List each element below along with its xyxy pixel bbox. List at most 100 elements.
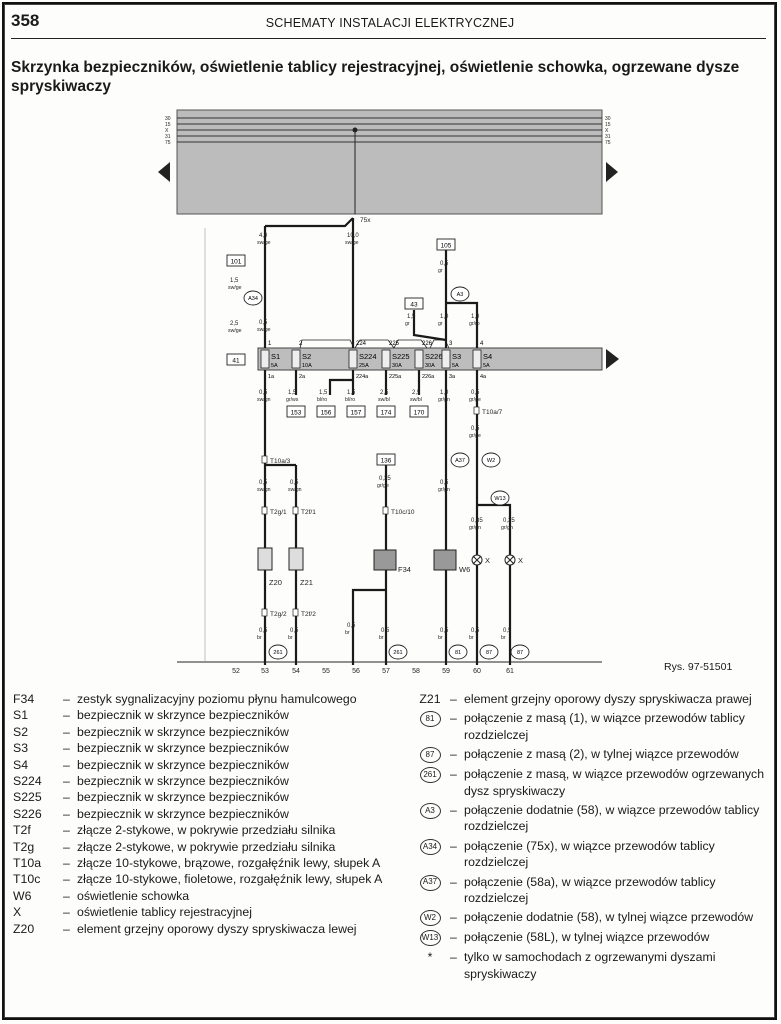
connector-label: 105: [441, 243, 452, 250]
legend-code: T2g: [13, 839, 35, 854]
legend-description: połączenie (75x), w wiązce przewodów tab…: [464, 838, 715, 870]
legend-dash: –: [63, 806, 70, 821]
legend-dash: –: [63, 757, 70, 772]
fuse-bottom-terminal: 4a: [480, 374, 487, 380]
arrow-right-icon: [606, 162, 618, 182]
wire-color: sw/bl: [410, 397, 422, 403]
connection-circle: [510, 644, 530, 660]
terminal-pin: [292, 608, 299, 617]
legend-dash: –: [450, 803, 457, 818]
fuse-rating: 25A: [359, 363, 369, 369]
legend-description: złącze 10-stykowe, brązowe, rozgałęźnik …: [77, 856, 381, 871]
legend-dash: –: [63, 708, 70, 723]
component-label: W6: [459, 565, 470, 574]
fuse-top-terminal: 4: [480, 341, 484, 347]
header-rule: [11, 38, 766, 39]
wire-gauge: 0,5: [290, 628, 299, 634]
legend-item: A37–połączenie (58a), w wiązce przewodów…: [410, 874, 768, 907]
wire-color: sw/gn: [288, 487, 302, 493]
wire-color: gr/ge: [377, 483, 389, 489]
ground-number: 59: [442, 668, 450, 675]
fuse-rating: 5A: [483, 363, 490, 369]
connector-box: [404, 297, 424, 310]
legend-description: tylko w samochodach z ogrzewanymi dyszam…: [464, 950, 716, 981]
fuse-name: S1: [271, 352, 280, 361]
terminal-pin: [261, 506, 268, 515]
wire-gauge: 1,0: [471, 314, 480, 320]
fuse-bottom-terminal: 226a: [422, 374, 435, 380]
connector-box: [226, 254, 246, 267]
wire-gauge: 0,5: [259, 390, 268, 396]
legend-description: połączenie dodatnie (58), w wiązce przew…: [464, 803, 760, 834]
legend-code: 87: [410, 746, 450, 764]
f34-switch-icon: [373, 549, 397, 571]
wire-gauge: 0,35: [503, 518, 515, 524]
wire-color: gr: [438, 268, 443, 274]
fuse-bottom-terminal: 1a: [268, 374, 275, 380]
legend-item: T2g–złącze 2-stykowe, w pokrywie przedzi…: [13, 839, 385, 855]
relay-panel: [176, 109, 603, 215]
legend-dash: –: [63, 823, 70, 838]
legend-item: S2–bezpiecznik w skrzynce bezpieczników: [13, 724, 385, 740]
legend-dash: –: [63, 905, 70, 920]
legend-circle-icon: 87: [419, 747, 441, 764]
legend-dash: –: [63, 856, 70, 871]
connection-label: W2: [487, 458, 495, 464]
terminal-pin: [292, 506, 299, 515]
bus-label: 15: [165, 122, 171, 128]
legend-dash: –: [450, 711, 457, 726]
running-title: SCHEMATY INSTALACJI ELEKTRYCZNEJ: [265, 16, 515, 30]
ground-number: 53: [261, 668, 269, 675]
legend-description: bezpiecznik w skrzynce bezpieczników: [77, 790, 289, 805]
legend-item: T10a–złącze 10-stykowe, brązowe, rozgałę…: [13, 855, 385, 871]
fuse-name: S2: [302, 352, 311, 361]
wire-color: gr/gn: [438, 487, 450, 493]
legend-item: W2–połączenie dodatnie (58), w tylnej wi…: [410, 909, 768, 927]
legend-dash: –: [63, 692, 70, 706]
component-label: Z21: [300, 578, 313, 587]
wire-gauge: 1,5: [230, 278, 239, 284]
terminal-label: T10c/10: [391, 509, 415, 516]
bus-label: X: [165, 128, 169, 134]
legend-item: W6–oświetlenie schowka: [13, 888, 385, 904]
wire-color: sw/ge: [257, 327, 271, 333]
fuse-name: S224: [359, 352, 377, 361]
legend-code: S226: [13, 806, 42, 821]
z20-heater-icon: [257, 547, 273, 571]
legend-item: *–tylko w samochodach z ogrzewanymi dysz…: [410, 949, 768, 982]
legend-description: połączenie (58L), w tylnej wiązce przewo…: [464, 930, 710, 945]
legend-item: W13–połączenie (58L), w tylnej wiązce pr…: [410, 929, 768, 947]
wire-color: gr/gn: [438, 397, 450, 403]
fuse-rating: 30A: [425, 363, 435, 369]
legend-item: A3–połączenie dodatnie (58), w wiązce pr…: [410, 802, 768, 835]
wire-color: sw/ge: [228, 328, 242, 334]
wire-color: gr/ge: [469, 397, 481, 403]
legend-code: S4: [13, 757, 29, 772]
legend-code: T10c: [13, 872, 41, 887]
ground-number: 54: [292, 668, 300, 675]
wire-gauge: 0,35: [379, 476, 391, 482]
wire-color: gr: [438, 321, 443, 327]
connector-box: [409, 405, 429, 418]
wire-gauge: 2,5: [230, 321, 239, 327]
ground-number: 57: [382, 668, 390, 675]
legend-dash: –: [63, 724, 70, 739]
connection-circle: [268, 644, 288, 660]
legend-dash: –: [63, 839, 70, 854]
terminal-label: T2f/2: [301, 611, 316, 618]
legend-code: X: [13, 905, 22, 920]
legend-item: Z20–element grzejny oporowy dyszy sprysk…: [13, 921, 385, 937]
legend-description: złącze 2-stykowe, w pokrywie przedziału …: [77, 823, 336, 838]
wire-gauge: 0,5: [347, 623, 356, 629]
bus-label: 31: [165, 134, 171, 140]
page-title: Skrzynka bezpieczników, oświetlenie tabl…: [11, 59, 740, 95]
legend-dash: –: [450, 747, 457, 762]
legend-code: F34: [13, 692, 35, 706]
connector-label: 43: [410, 302, 418, 309]
legend-code: A3: [410, 802, 450, 835]
wire-gauge: 0,5: [259, 480, 268, 486]
wire-gauge: 2,5: [380, 390, 389, 396]
legend-dash: –: [63, 872, 70, 887]
connector-box: [316, 405, 336, 418]
